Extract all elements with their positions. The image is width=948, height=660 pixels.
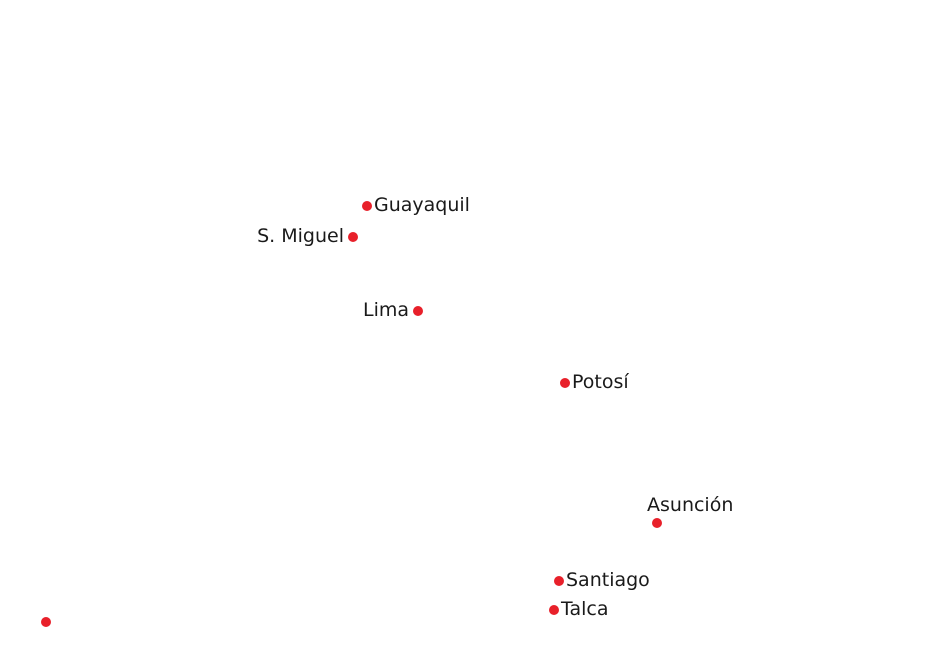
city-marker [560, 378, 570, 388]
city-marker [549, 605, 559, 615]
city-marker [348, 232, 358, 242]
city-label: Talca [561, 598, 609, 620]
city-label: S. Miguel [257, 225, 344, 247]
city-marker [41, 617, 51, 627]
city-marker [652, 518, 662, 528]
city-label: Asunción [647, 494, 734, 516]
city-label: Potosí [572, 371, 629, 393]
city-marker [413, 306, 423, 316]
city-label: Lima [362, 299, 409, 321]
city-marker [554, 576, 564, 586]
city-label: Guayaquil [374, 194, 470, 216]
city-label: Santiago [566, 569, 650, 591]
city-marker [362, 201, 372, 211]
